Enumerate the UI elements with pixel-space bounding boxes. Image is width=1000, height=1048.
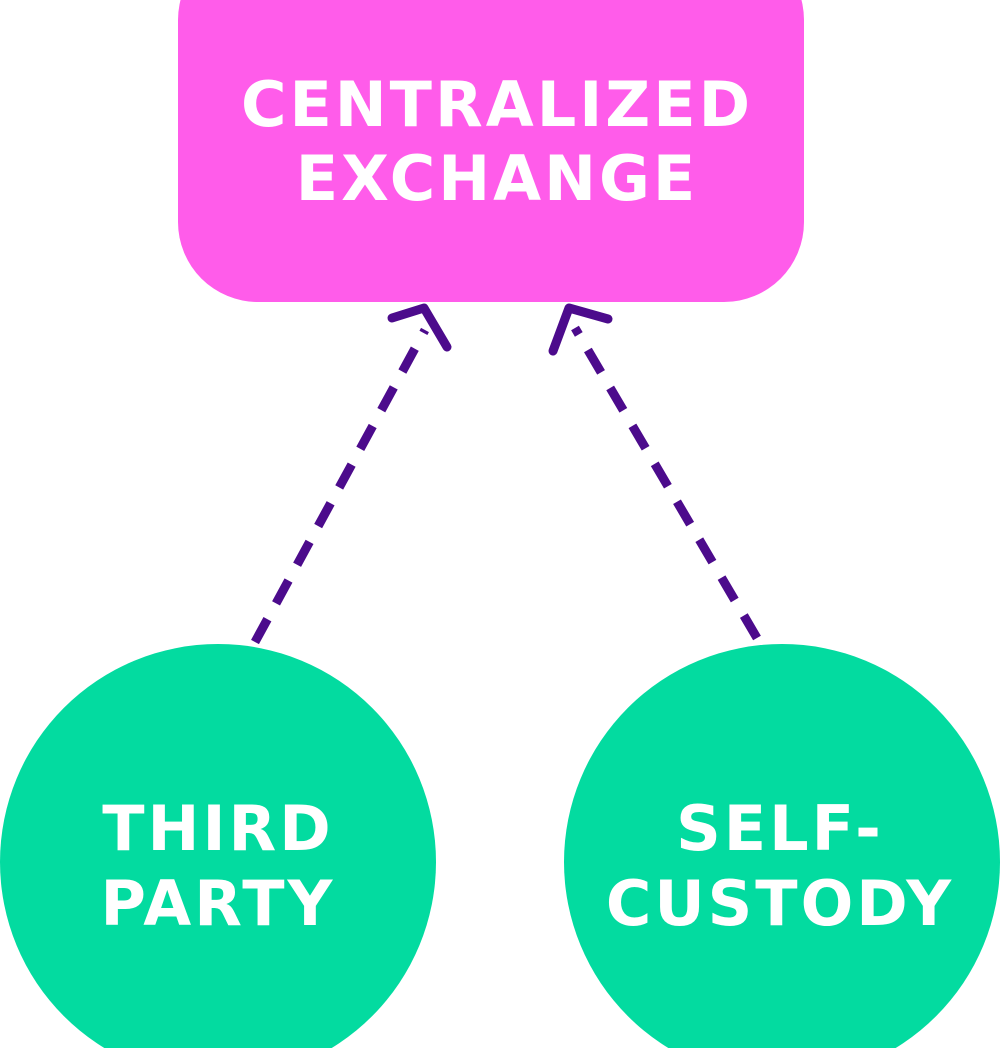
centralized-exchange-label-line2: EXCHANGE [296, 142, 698, 215]
connector-third-party-to-exchange [251, 303, 452, 645]
third-party-label-line1: THIRD [102, 792, 333, 865]
self-custody-circle [564, 644, 1000, 1048]
dashed-line-third-party [251, 327, 429, 645]
self-custody-label-line2: CUSTODY [606, 867, 954, 940]
third-party-circle [0, 644, 436, 1048]
arrowhead-third-party [387, 303, 452, 352]
centralized-exchange-node: CENTRALIZED EXCHANGE [178, 0, 804, 302]
third-party-node: THIRD PARTY [0, 644, 436, 1048]
centralized-exchange-label-line1: CENTRALIZED [241, 68, 753, 141]
arrowhead-self-custody [548, 303, 613, 356]
dashed-line-self-custody [571, 325, 761, 641]
third-party-label-line2: PARTY [101, 867, 336, 940]
connector-self-custody-to-exchange [548, 303, 761, 641]
centralized-exchange-box [178, 0, 804, 302]
self-custody-label-line1: SELF- [676, 792, 884, 865]
self-custody-node: SELF- CUSTODY [564, 644, 1000, 1048]
